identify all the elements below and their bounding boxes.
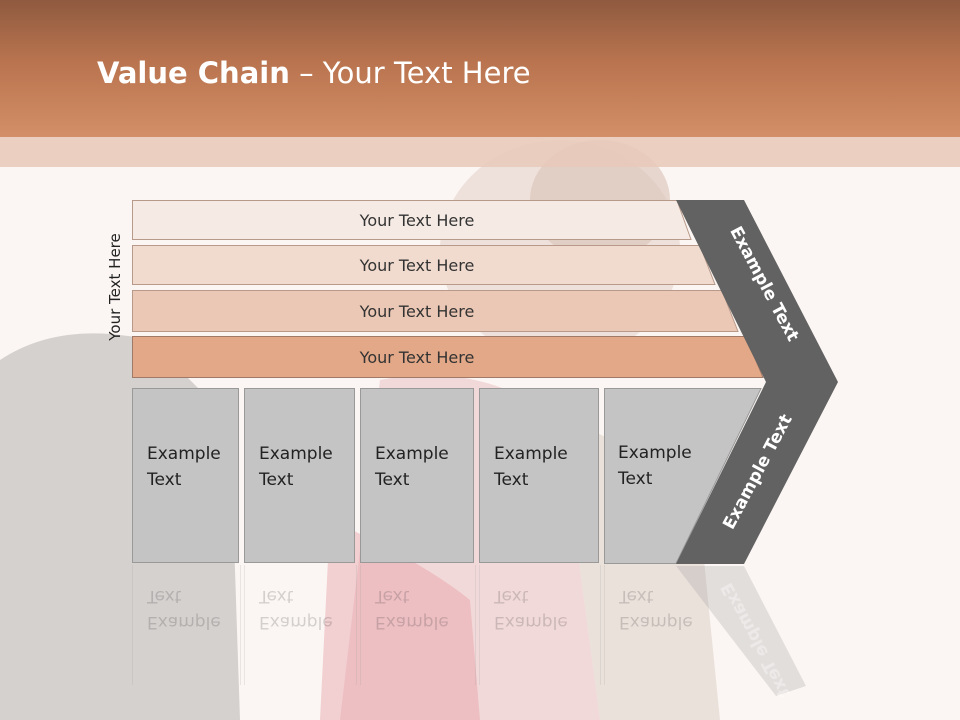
header-band xyxy=(0,0,960,137)
box-5-label: Example Text xyxy=(618,443,692,489)
margin-chevron xyxy=(676,200,838,564)
page-title: Value Chain – Your Text Here xyxy=(97,56,531,90)
box-3-label: Example Text xyxy=(375,444,449,490)
primary-activity-box-5: Example Text xyxy=(604,388,704,563)
support-activity-bar-1: Your Text Here xyxy=(132,200,702,240)
side-label: Your Text Here xyxy=(106,233,124,341)
primary-activity-box-2: Example Text xyxy=(244,388,355,563)
bar-3-label: Your Text Here xyxy=(359,301,475,321)
primary-activity-box-3: Example Text xyxy=(360,388,474,563)
support-activity-bar-4: Your Text Here xyxy=(132,336,768,378)
title-bold: Value Chain xyxy=(97,56,290,90)
box-1-label: Example Text xyxy=(147,444,221,490)
box-4-label: Example Text xyxy=(494,444,568,490)
primary-activity-box-1: Example Text xyxy=(132,388,239,563)
primary-activity-box-5-shape xyxy=(604,388,762,564)
bar-1-label: Your Text Here xyxy=(359,210,475,230)
primary-activity-box-4: Example Text xyxy=(479,388,599,563)
support-activity-bar-3: Your Text Here xyxy=(132,290,744,332)
bar-2-label: Your Text Here xyxy=(359,255,475,275)
title-rest: – Your Text Here xyxy=(289,56,531,90)
support-activity-bar-2: Your Text Here xyxy=(132,245,722,285)
header-sub-band xyxy=(0,137,960,167)
bar-4-label: Your Text Here xyxy=(359,347,475,367)
box-2-label: Example Text xyxy=(259,444,333,490)
